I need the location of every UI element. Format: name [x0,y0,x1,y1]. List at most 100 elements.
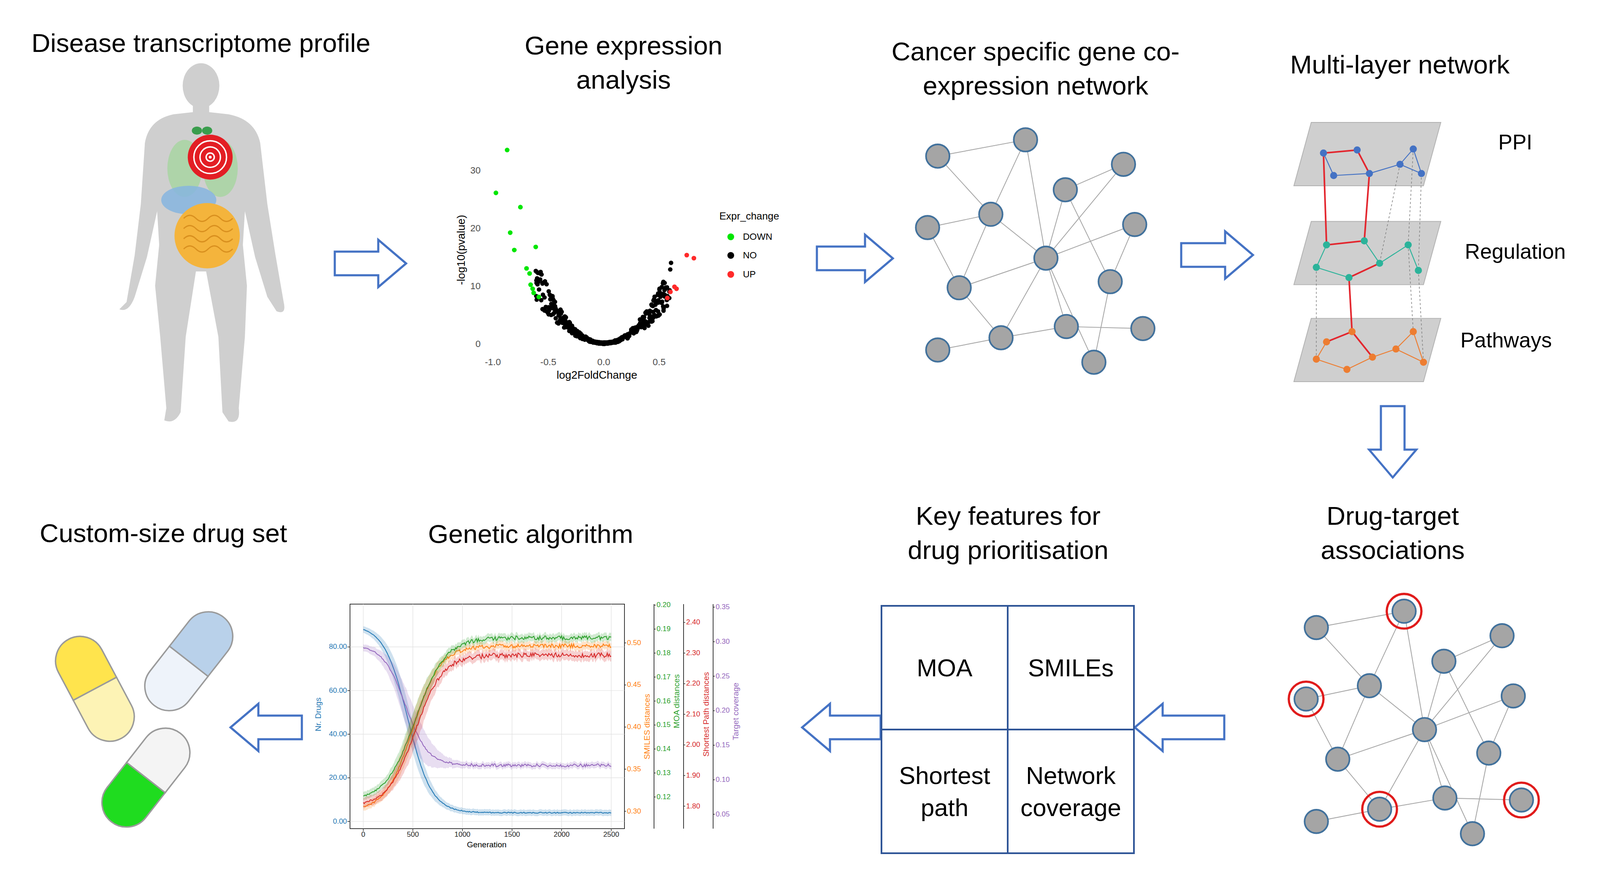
illustration-part [989,325,1013,350]
tick-label: 0 [361,830,366,839]
illustration-part [1304,809,1329,834]
illustration-part [624,684,627,686]
illustration-part [556,321,562,326]
illustration-part [683,683,686,684]
label-box: 0 [361,830,366,839]
tick-label: 40.00 [328,729,348,739]
stage-title: Key features for drug prioritisation [894,498,1123,567]
illustration-part [507,230,513,236]
illustration-part [1367,797,1392,822]
label-box: 2000 [553,830,570,839]
label-box: 30 [470,165,481,176]
illustration-part [1364,173,1370,242]
illustration-part [1046,258,1095,363]
tick-label: 0.12 [656,792,671,802]
tick-label: 1000 [454,830,471,839]
label-box: 0.5 [652,356,666,368]
stage-title: Gene expression analysis [505,28,742,97]
illustration-part [349,604,625,829]
illustration-part [1288,681,1324,717]
stage-panel: Key features for drug prioritisationMOAS… [880,604,1135,855]
illustration-part [349,821,625,822]
illustration-part [560,315,566,321]
title-box: Disease transcriptome profile [10,26,391,61]
illustration-part [643,310,649,316]
illustration-part [1357,149,1370,174]
label-box: 0.35 [715,602,730,612]
illustration-part [619,335,625,340]
illustration-part [1413,149,1422,174]
illustration-part [183,246,233,253]
illustration-part [1379,164,1400,264]
illustrations [46,63,1539,846]
illustration-part [524,265,529,271]
illustration-part [683,805,686,807]
illustration-part [1065,189,1110,283]
stage-title: Custom-size drug set [11,516,316,551]
illustration-part [1293,122,1441,186]
label-box: 0.18 [656,648,671,658]
illustration-part [1392,599,1416,624]
illustration-part [630,325,635,331]
illustration-part [926,338,950,362]
illustration-part [183,235,233,242]
label-box: 0.17 [656,672,671,682]
tick-label: 0.0 [597,356,611,368]
illustration-part [1460,821,1485,846]
illustration-part [626,332,632,337]
axis-title: Shortest Path distances [701,672,711,757]
tick-label: 2500 [603,830,620,839]
illustration-part [653,748,656,750]
illustration-part [1396,331,1414,350]
illustration-part [1294,687,1318,711]
illustration-part [713,604,714,829]
label-box: 0.25 [715,672,730,681]
illustration-part [538,269,543,275]
illustration-part [1348,263,1380,278]
label-box: log2FoldChange [556,369,638,383]
illustration-part [1424,695,1514,730]
illustration-part [1501,684,1526,708]
tick-label: 0.45 [626,680,641,690]
tick-label: 2.10 [686,710,700,719]
illustration-part [650,309,656,315]
illustration-part [550,305,555,311]
illustration-part [1316,267,1349,278]
illustration-part [664,285,669,291]
illustration-part [200,146,221,168]
illustration-part [1293,318,1441,382]
pill [46,627,143,750]
illustration-part [187,134,233,180]
illustration-part [1323,241,1331,249]
illustration-part [601,340,607,346]
illustration-part [528,282,533,288]
illustration-part [659,299,665,304]
label-box: -1.0 [484,356,501,368]
illustration-part [208,155,212,159]
illustration-part [624,642,627,643]
illustration-part [1386,593,1422,629]
illustration-part [533,268,539,274]
tick-label: 0.16 [656,696,671,706]
tick-label: 0.17 [656,672,671,682]
stage-panel: Custom-size drug set [25,591,231,845]
illustration-part [1312,355,1321,363]
illustration-part [517,204,523,210]
label-box: 1500 [504,830,521,839]
stage-title: Multi-layer network [1239,47,1561,82]
illustration-part [1392,345,1400,353]
illustration-part [926,144,950,169]
label-box: 500 [406,830,419,839]
title-box: Drug-target associations [1299,498,1486,567]
illustration-part [512,247,517,253]
layer-label: Pathways [1460,328,1552,354]
illustration-part [1396,349,1424,363]
illustration-part [1409,145,1417,153]
tick-label: 0.10 [715,775,730,784]
illustration-part [1362,791,1397,827]
label-box: 0.20 [656,601,671,610]
label-box: 0 [475,338,481,350]
label-box: 0.35 [626,764,641,774]
illustration-part [1369,164,1401,174]
illustration-part [183,215,233,222]
